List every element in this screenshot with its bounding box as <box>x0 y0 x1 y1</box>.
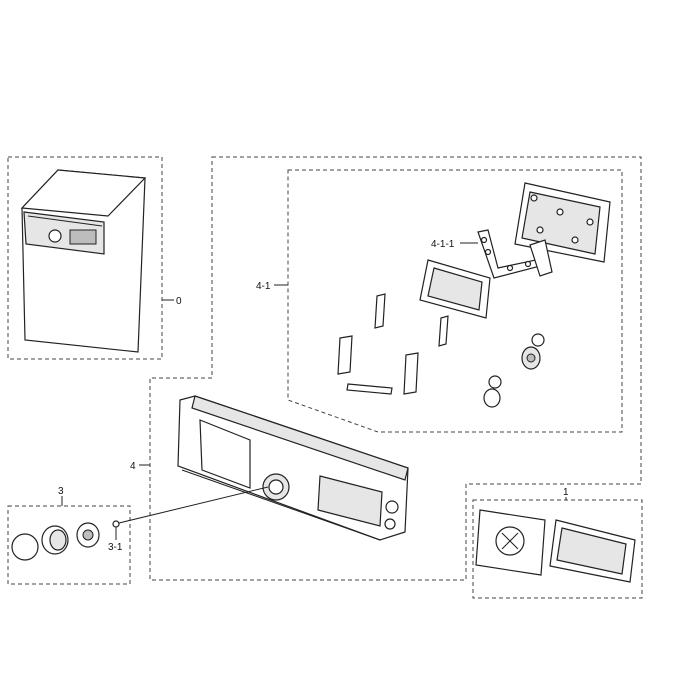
knob-parts <box>483 333 545 408</box>
assembly-0-group: 0 <box>7 156 182 360</box>
assembly-4-1-label: 4-1 <box>256 281 271 292</box>
assembly-3-group: 3 3-1 <box>7 486 269 585</box>
knob-to-panel-leader <box>118 486 269 524</box>
assembly-1-label: 1 <box>563 487 569 498</box>
knob-assembly <box>11 520 120 561</box>
assembly-4-1-dashed-border <box>287 169 623 433</box>
assembly-4-1-group: 4-1 4-1-1 <box>256 169 623 433</box>
control-panel <box>177 395 409 541</box>
button-pieces <box>337 293 449 395</box>
washer-cabinet <box>20 169 147 353</box>
button-strip-4-1-1 <box>477 229 553 279</box>
assembly-1-group: 1 <box>472 487 643 599</box>
assembly-4-label: 4 <box>130 461 136 472</box>
pcb-board-right <box>549 519 636 583</box>
part-3-1-label: 3-1 <box>108 542 123 553</box>
part-4-1-1-label: 4-1-1 <box>431 239 455 250</box>
assembly-3-label: 3 <box>58 486 64 497</box>
display-frame <box>419 259 491 319</box>
assembly-0-dashed-border <box>7 156 163 360</box>
main-pcb-board <box>514 182 611 263</box>
assembly-0-label: 0 <box>176 296 182 307</box>
pcb-board-left <box>475 509 546 576</box>
assembly-1-dashed-border <box>472 499 643 599</box>
assembly-3-dashed-border <box>7 505 131 585</box>
